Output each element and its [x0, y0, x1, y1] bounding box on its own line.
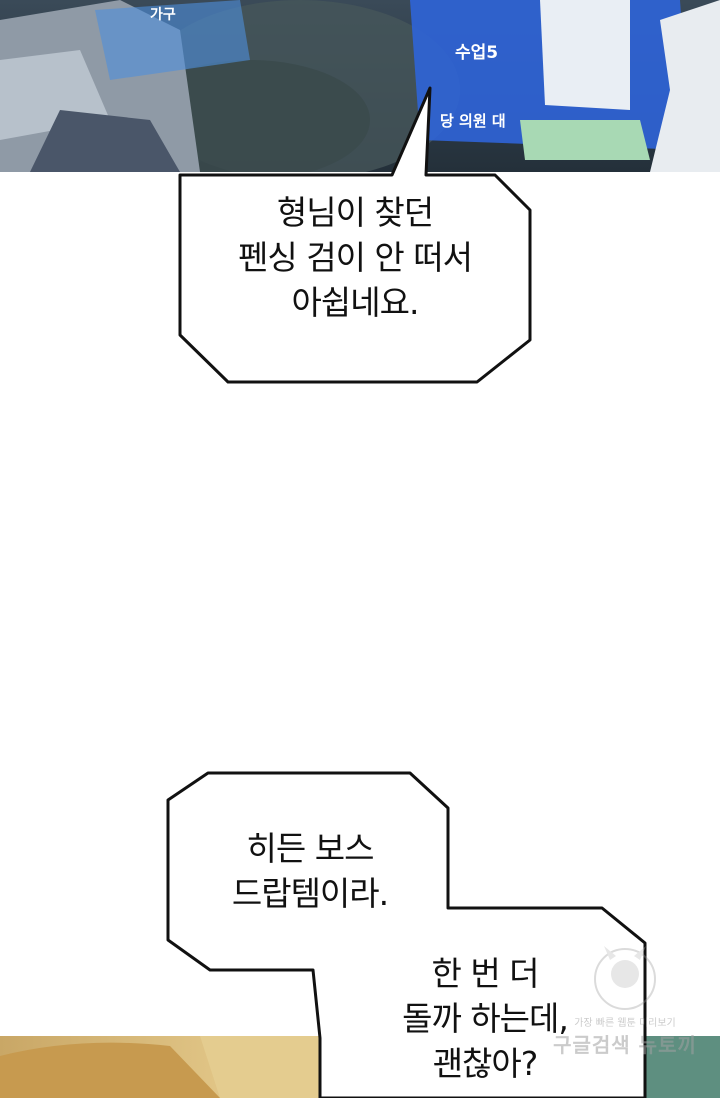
watermark-line-2: 구글검색 뉴토끼 — [553, 1033, 697, 1057]
game-ui-label: 수업5 — [455, 43, 499, 63]
watermark-line-1: 가장 빠른 웹툰 미리보기 — [574, 1018, 676, 1029]
watermark-mascot-icon — [594, 946, 656, 1010]
top-art-panel: 수업5 당 의원 대 가구 — [0, 0, 720, 172]
watermark: 가장 빠른 웹툰 미리보기 구글검색 뉴토끼 — [550, 944, 700, 1058]
game-ui-label: 가구 — [150, 7, 176, 23]
speech-bubble-2-text: 히든 보스 드랍템이라. — [231, 829, 389, 913]
game-ui-label: 당 의원 대 — [440, 112, 506, 130]
top-panel-illustration — [0, 0, 720, 172]
speech-bubble-1-text: 형님이 찾던 펜싱 검이 안 떠서 아쉽네요. — [238, 193, 473, 322]
speech-bubble-3-text: 한 번 더 돌까 하는데, 괜찮아? — [402, 954, 569, 1083]
